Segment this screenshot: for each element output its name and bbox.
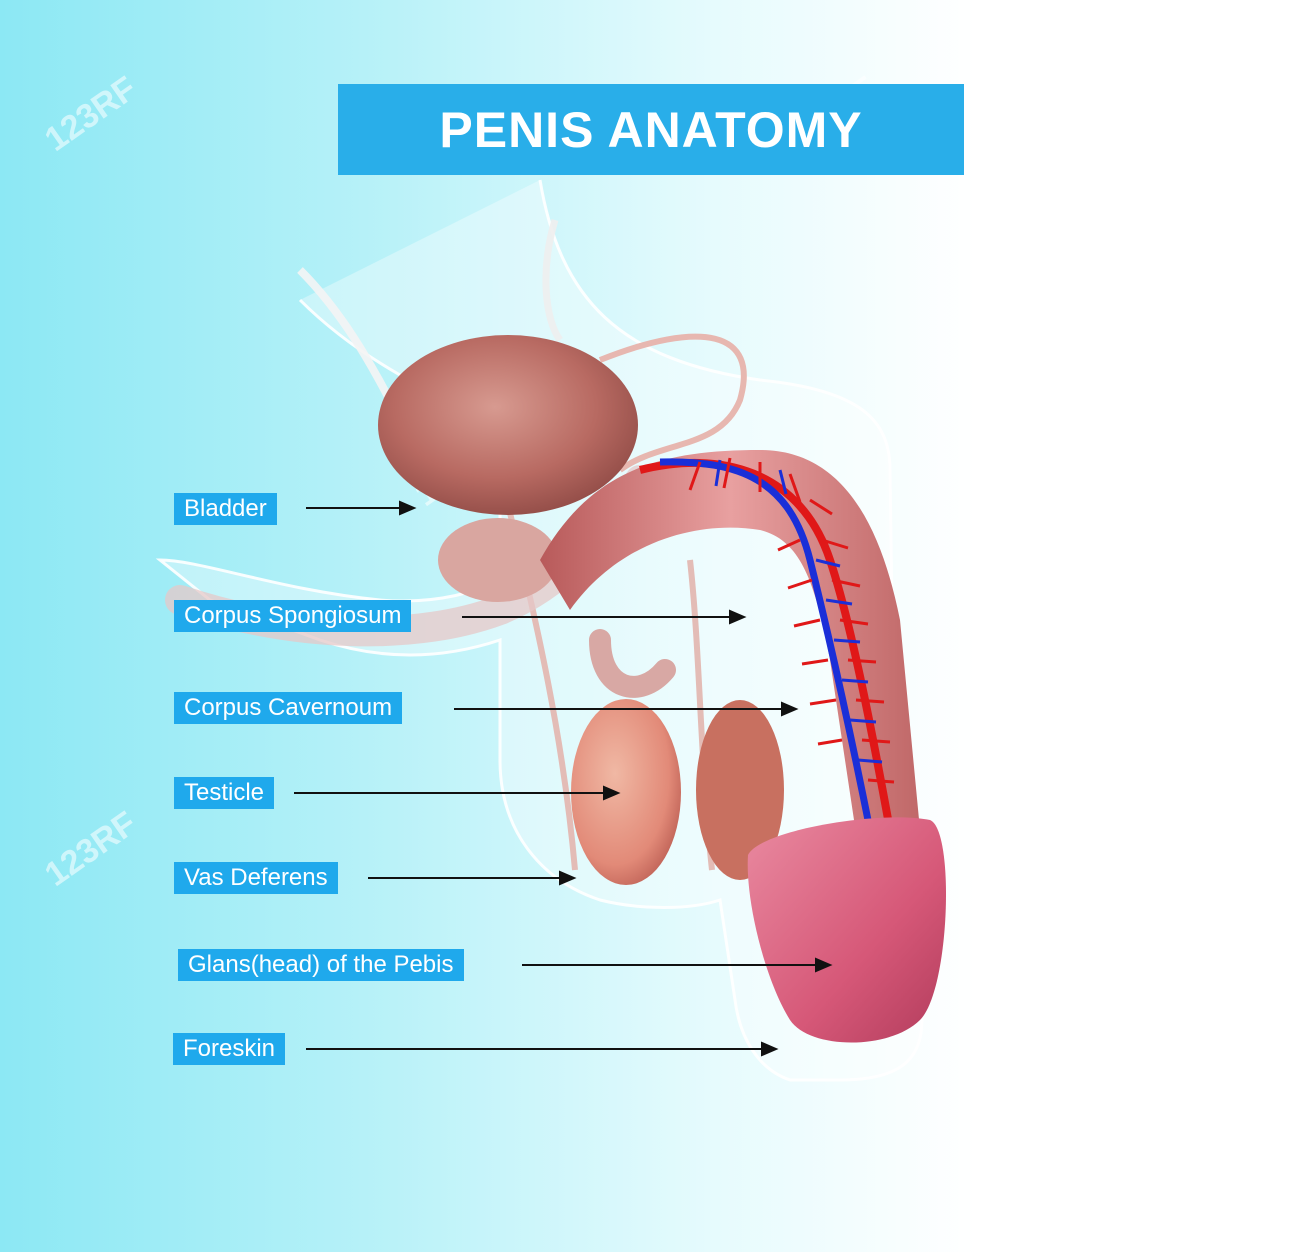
label-testicle: Testicle	[174, 777, 275, 809]
prostate	[438, 518, 558, 602]
vessel-branches	[688, 457, 895, 784]
glans	[747, 817, 947, 1043]
testicle-right	[696, 700, 784, 880]
vein	[659, 458, 874, 831]
ureter	[542, 218, 563, 343]
label-corpus-cavernoum: Corpus Cavernoum	[174, 692, 403, 724]
page-title: PENIS ANATOMY	[439, 101, 863, 158]
seminal-tube	[589, 629, 676, 698]
vas-deferens-duct	[598, 333, 747, 473]
bladder	[378, 335, 638, 515]
leader-lines	[294, 500, 833, 1057]
testicle-left	[571, 699, 681, 885]
title-banner: PENIS ANATOMY	[338, 84, 964, 175]
label-vas-deferens: Vas Deferens	[174, 862, 338, 894]
label-foreskin: Foreskin	[173, 1033, 286, 1065]
label-corpus-spongiosum: Corpus Spongiosum	[174, 600, 412, 632]
vein-branches	[714, 459, 883, 764]
label-bladder: Bladder	[174, 493, 277, 525]
label-glans: Glans(head) of the Pebis	[178, 949, 464, 981]
